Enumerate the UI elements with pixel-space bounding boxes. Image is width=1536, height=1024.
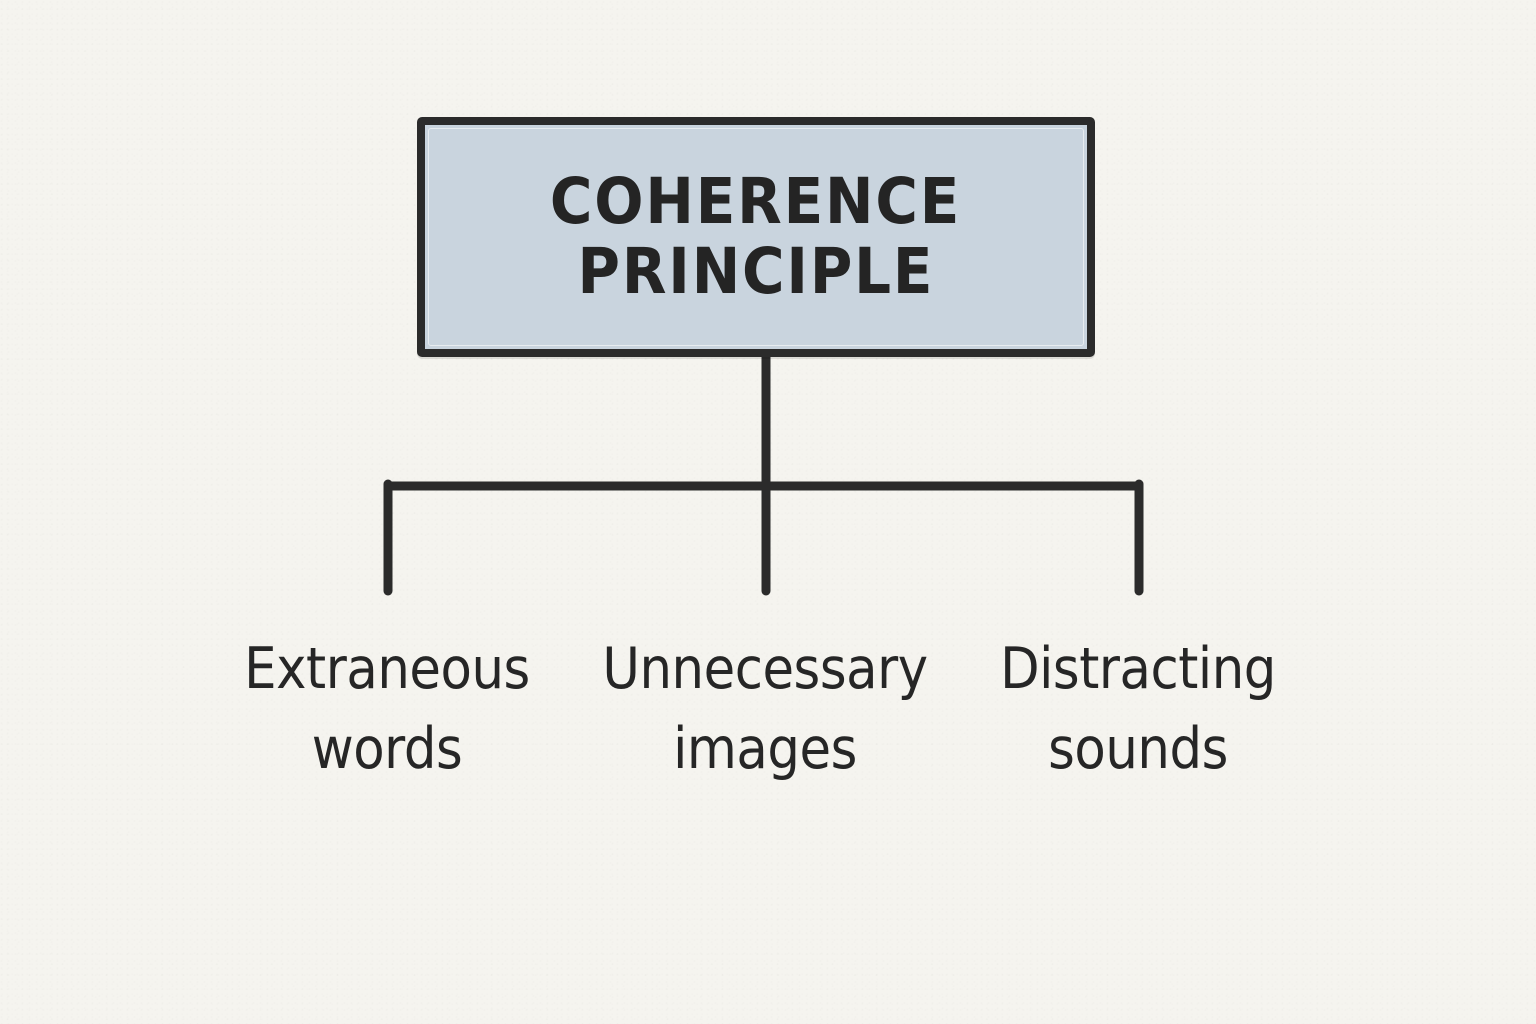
root-node-title-line-2: PRINCIPLE (577, 235, 935, 308)
leaf-node-0-word-2: words (311, 715, 463, 782)
root-node-title-line-1: COHERENCE (550, 164, 962, 238)
leaf-node-unnecessary-images: Unnecessary images (585, 630, 945, 790)
leaf-node-0-word-1: Extraneous (244, 636, 530, 702)
leaf-node-1-word-1: Unnecessary (602, 636, 928, 702)
root-node-coherence-principle: COHERENCE PRINCIPLE (417, 117, 1095, 357)
leaf-node-2-word-1: Distracting (1000, 636, 1276, 702)
leaf-node-1-word-2: images (673, 715, 857, 782)
leaf-node-2-word-2: sounds (1048, 715, 1228, 782)
leaf-node-distracting-sounds: Distracting sounds (958, 630, 1318, 790)
leaf-node-extraneous-words: Extraneous words (207, 630, 567, 790)
